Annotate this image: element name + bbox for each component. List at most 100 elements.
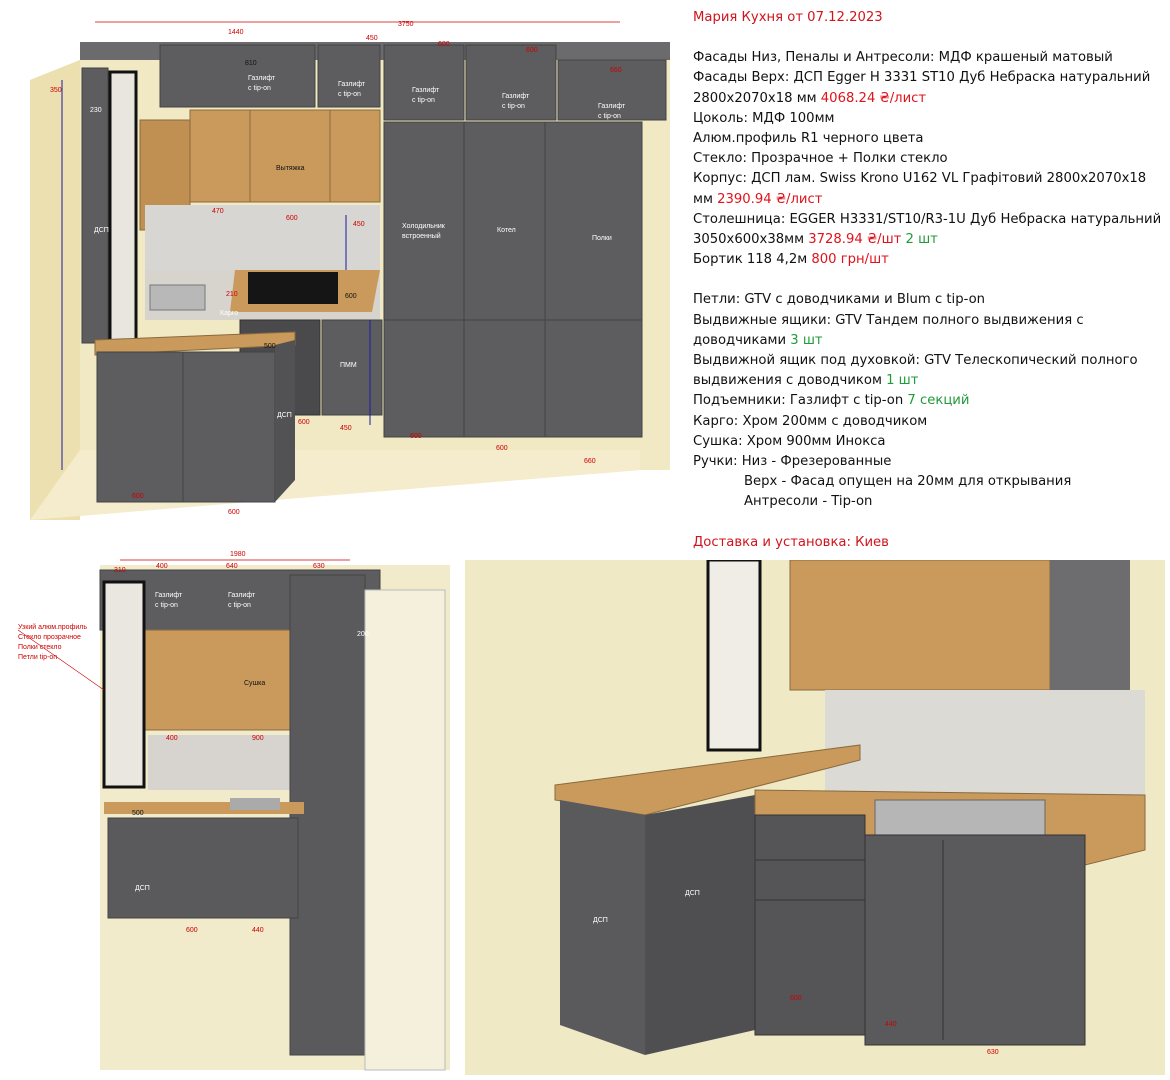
spec-line: Алюм.профиль R1 черного цвета [693,131,924,147]
oak-upper-cabinets [789,560,1051,691]
spec-line: Выдвижные ящики: GTV Тандем полного выдв… [693,312,1084,348]
spec-line: Петли: GTV с доводчиками и Blum с tip-on [693,292,986,308]
dim-text: 230 [90,107,102,114]
label-dsp: ДСП [685,890,700,897]
peninsula-front [560,800,645,1055]
label-pmm: ПММ [340,362,357,369]
dishwasher-front [321,319,383,416]
label-tipon: с tip-on [248,85,271,92]
label-tipon: с tip-on [412,97,435,104]
oak-upper-cabinets [189,109,381,203]
dim-text: 470 [212,208,224,215]
label-fridge: встроенный [402,232,441,240]
spec-line: Корпус: ДСП лам. Swiss Krono U162 VL Гра… [693,171,1147,207]
dim-text: 900 [252,735,264,742]
spec-line: Бортик 118 4,2м 800 грн/шт [693,252,889,268]
dim-text: 630 [313,563,325,570]
mezzanine-cabinet [465,44,557,121]
sink [149,284,206,311]
dim-text: 600 [298,419,310,426]
base-cabinet [864,834,1086,1046]
side-wall-panel [364,589,446,1071]
spec-line: Фасады Верх: ДСП Egger H 3331 ST10 Дуб Н… [693,70,1151,106]
dim-text: 600 [410,433,422,440]
mezzanine-cabinet [557,59,667,121]
sink [230,798,280,810]
spec-line: Столешница: EGGER H3331/ST10/R3-1U Дуб Н… [693,211,1162,248]
dim-text: 660 [584,458,596,465]
tall-cabinets [383,121,643,438]
left-wall [30,60,80,520]
backsplash-tiles [145,205,380,270]
spec-title: Мария Кухня от 07.12.2023 [693,10,883,25]
label-tipon: с tip-on [155,602,178,609]
dim-text: 1440 [228,29,244,36]
dim-text: 500 [132,810,144,817]
dim-text: 600 [526,47,538,54]
dim-text: 400 [166,735,178,742]
drawer-stack [754,814,866,1036]
dim-text: 1980 [230,551,246,558]
dim-text: 200 [357,631,369,638]
backsplash-tiles [148,735,308,790]
label-gaslift: Газлифт [248,75,276,82]
specification-text: Мария Кухня от 07.12.2023 Фасады Низ, Пе… [693,8,1165,553]
dim-text: 3750 [398,21,414,28]
dim-text: 450 [340,425,352,432]
left-tall-panel [81,67,109,344]
peninsula-base [96,351,276,503]
dim-text: 600 [438,41,450,48]
upper-cabinet-gaslift [159,44,316,108]
spec-line: Ручки: Низ - Фрезерованные [693,454,892,470]
label-gaslift: Газлифт [338,81,366,88]
label-dsp: ДСП [593,917,608,924]
glass-display-column [102,580,146,789]
note-line: Полки стекло [18,644,62,651]
dim-text: 640 [226,563,238,570]
dim-text: 350 [50,87,62,94]
label-dsp: ДСП [94,227,109,234]
dim-text: 600 [132,493,144,500]
peninsula-side [275,340,295,502]
peninsula-side [645,795,755,1055]
label-shelves: Полки [592,235,612,242]
label-fridge: Холодильник [402,223,446,230]
dim-text: 440 [885,1021,897,1028]
note-line: Узкий алюм.профиль [18,623,87,631]
peninsula-worktop [554,744,861,816]
label-gaslift: Газлифт [228,592,256,599]
note-line: Петли tip-on [18,654,57,661]
note-line: Стекло прозрачное [18,634,81,641]
glass-display-column [108,70,138,344]
spec-line: Антресоли - Tip-on [744,494,873,510]
dim-text: 400 [156,563,168,570]
dim-text: 500 [264,343,276,350]
label-gaslift: Газлифт [412,87,440,94]
dim-text: 600 [286,215,298,222]
label-cargo: Карго [220,310,238,317]
sink [874,799,1046,836]
label-dryer: Сушка [244,680,265,687]
spec-line: Фасады Низ, Пеналы и Антресоли: МДФ краш… [693,50,1113,66]
dim-text: 630 [987,1049,999,1056]
oak-upper-cabinets [144,629,311,731]
dim-text: 450 [353,221,365,228]
kitchen-render-side: Узкий алюм.профиль Стекло прозрачное Пол… [17,551,450,1071]
dim-text: 600 [496,445,508,452]
spec-line: Сушка: Хром 900мм Инокса [693,433,886,449]
dim-text: 210 [226,291,238,298]
label-dsp: ДСП [135,885,150,892]
dim-text: 600 [228,509,240,516]
spec-line: Выдвижной ящик под духовкой: GTV Телеско… [693,353,1138,389]
label-gaslift: Газлифт [155,592,183,599]
spec-line: Верх - Фасад опущен на 20мм для открыван… [744,474,1072,490]
spec-line: Стекло: Прозрачное + Полки стекло [693,151,948,167]
dim-text: 660 [610,67,622,74]
glass-display-column [706,560,762,752]
dim-text: 310 [114,567,126,574]
dim-text: 600 [790,995,802,1002]
mezzanine-cabinet [383,44,465,121]
dim-text: 600 [186,927,198,934]
kitchen-render-peninsula: ДСП ДСП 600 440 630 [465,560,1165,1075]
dim-text: 440 [252,927,264,934]
